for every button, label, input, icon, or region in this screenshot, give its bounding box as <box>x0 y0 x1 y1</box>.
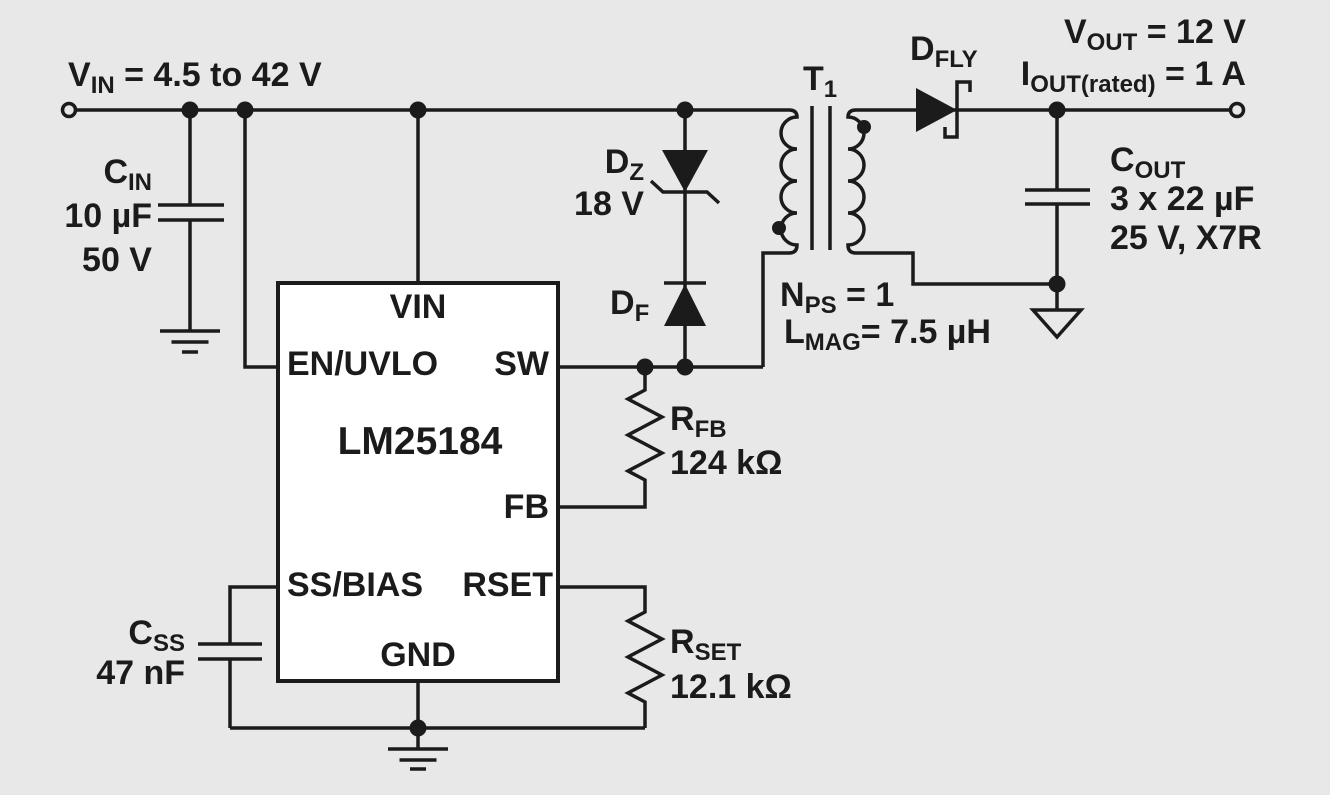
junction-dot <box>236 101 254 119</box>
wire-en-uvlo <box>243 110 278 369</box>
junction-dots <box>181 101 1066 737</box>
clamp-branch <box>649 110 721 367</box>
diode-dfly-schottky-bar-icon <box>943 80 972 139</box>
cout-value: 3 x 22 µF <box>1110 180 1255 218</box>
cin-name: CIN <box>103 153 152 196</box>
dfly-label: DFLY <box>910 30 978 73</box>
capacitor-css <box>198 585 278 728</box>
junction-dot <box>676 358 694 376</box>
dz-value: 18 V <box>574 185 644 223</box>
css-value: 47 nF <box>96 654 185 692</box>
t1-label: T1 <box>803 60 838 103</box>
dz-label: DZ 18 V <box>540 141 644 225</box>
pin-rset-label: RSET <box>462 566 553 604</box>
vout-label: VOUT = 12 V <box>1063 13 1246 56</box>
primary-dot-icon <box>772 221 786 235</box>
ground-bus <box>230 681 645 771</box>
ic-body <box>276 281 560 683</box>
rfb-name: RFB <box>670 400 727 443</box>
resistor-rfb-icon <box>558 367 666 509</box>
junction-dot <box>409 101 427 119</box>
rset-label: RSET 12.1 kΩ <box>670 620 792 710</box>
junction-dot <box>409 719 427 737</box>
pin-ss-bias-label: SS/BIAS <box>287 566 424 604</box>
cout-rating: 25 V, X7R <box>1110 219 1262 257</box>
resistor-rset-icon <box>558 585 666 728</box>
junction-dot <box>676 101 694 119</box>
capacitor-cin <box>158 110 224 354</box>
pin-gnd-label: GND <box>380 636 456 674</box>
cout-label: COUT 3 x 22 µF 25 V, X7R <box>1110 141 1262 258</box>
pin-fb-label: FB <box>503 488 549 526</box>
df-label: DF <box>610 284 650 327</box>
cin-value: 10 µF <box>64 197 152 235</box>
vin-supply-label: VIN = 4.5 to 42 V <box>68 56 322 99</box>
iout-label: IOUT(rated) = 1 A <box>1020 55 1246 98</box>
wire-ss-bias <box>228 585 278 644</box>
dz-name: DZ <box>604 143 644 186</box>
cin-voltage: 50 V <box>82 241 152 279</box>
zener-dz-icon <box>662 150 708 192</box>
junction-dot <box>636 358 654 376</box>
ic-part-number: LM25184 <box>337 420 503 463</box>
rfb-label: RFB 124 kΩ <box>670 397 782 485</box>
ground-bars-icon <box>160 329 220 354</box>
zener-dz-bar-icon <box>649 179 721 205</box>
pin-en-uvlo-label: EN/UVLO <box>287 345 439 383</box>
secondary-dot-icon <box>857 120 871 134</box>
lmag-label: LMAG= 7.5 µH <box>784 313 991 356</box>
junction-dot <box>1048 101 1066 119</box>
primary-winding-icon <box>761 108 799 367</box>
cout-plates-icon <box>1025 188 1090 206</box>
junction-dot <box>1048 275 1066 293</box>
cin-plates-icon <box>158 203 224 222</box>
rset-value: 12.1 kΩ <box>670 668 792 706</box>
output-terminal-icon <box>1228 101 1246 119</box>
junction-dot <box>181 101 199 119</box>
pin-vin-label: VIN <box>389 288 447 326</box>
css-plates-icon <box>198 642 262 661</box>
capacitor-cout <box>1025 110 1090 340</box>
diode-df-icon <box>664 284 706 326</box>
nps-label: NPS = 1 <box>780 276 895 319</box>
transformer-t1 <box>761 106 1057 367</box>
rfb-value: 124 kΩ <box>670 444 783 482</box>
rset-name: RSET <box>670 623 742 666</box>
cout-name: COUT <box>1110 141 1186 184</box>
css-label: CSS 47 nF <box>83 613 185 693</box>
ground-triangle-icon <box>1029 308 1085 340</box>
output-rail <box>856 80 1246 139</box>
ground-bars-icon <box>388 747 448 771</box>
css-name: CSS <box>128 614 185 657</box>
pin-sw-label: SW <box>494 345 549 383</box>
input-terminal-icon <box>60 101 78 119</box>
core-lines-icon <box>810 106 832 250</box>
diode-dfly-icon <box>916 88 957 132</box>
cin-label: CIN 10 µF 50 V <box>40 150 152 282</box>
